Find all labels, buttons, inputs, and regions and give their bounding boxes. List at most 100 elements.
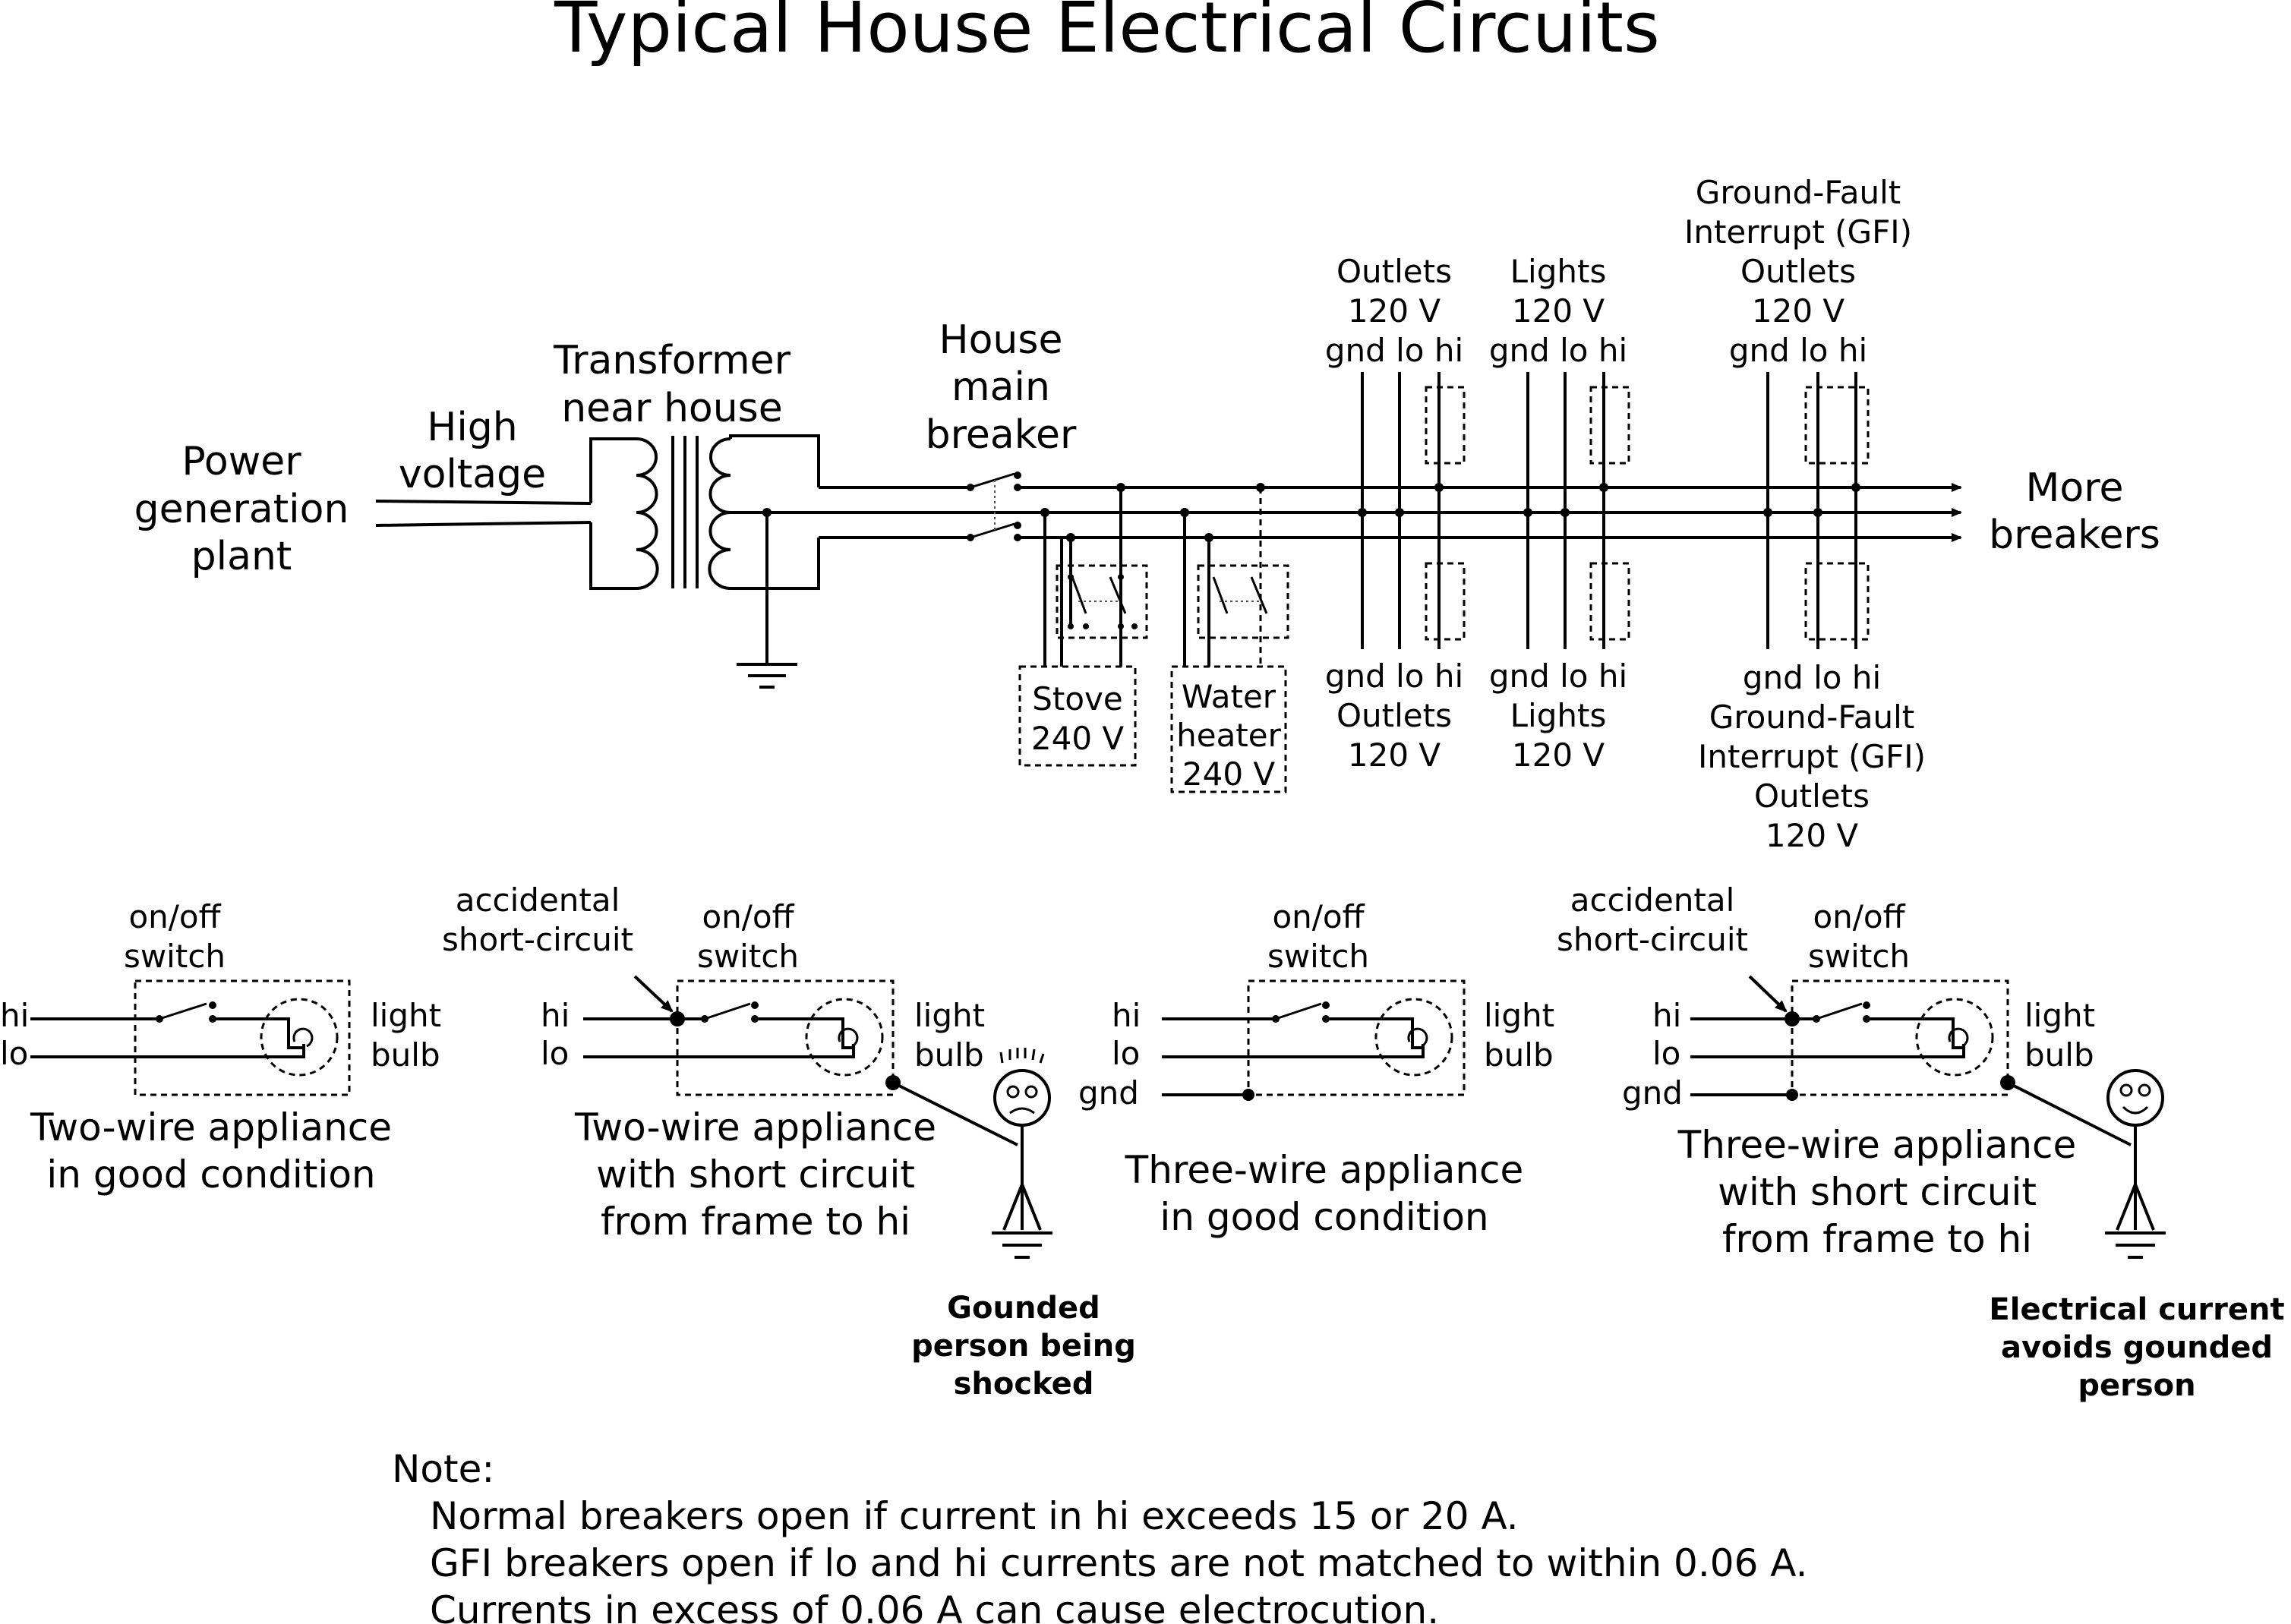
power-plant-label: Power generation plant: [134, 439, 349, 579]
svg-text:person: person: [2078, 1368, 2195, 1403]
svg-text:bulb: bulb: [914, 1036, 984, 1074]
svg-text:in good condition: in good condition: [1160, 1195, 1488, 1239]
shocked-person-label: Gounded person being shocked: [911, 1291, 1136, 1402]
svg-text:Outlets: Outlets: [1754, 777, 1870, 815]
svg-text:with short circuit: with short circuit: [596, 1153, 915, 1197]
gfi-circuit: [1763, 372, 1870, 649]
svg-text:short-circuit: short-circuit: [1557, 921, 1748, 958]
svg-text:voltage: voltage: [399, 452, 546, 497]
svg-text:Interrupt (GFI): Interrupt (GFI): [1698, 738, 1926, 775]
more-breakers-label: More breakers: [1989, 465, 2160, 558]
svg-text:Ground-Fault: Ground-Fault: [1696, 174, 1901, 211]
svg-text:Two-wire appliance: Two-wire appliance: [30, 1105, 392, 1149]
note-line: Currents in excess of 0.06 A can cause e…: [430, 1588, 1439, 1624]
svg-text:Electrical current: Electrical current: [1989, 1292, 2284, 1327]
main-breaker-label: House main breaker: [926, 317, 1077, 458]
svg-text:120 V: 120 V: [1752, 292, 1845, 330]
svg-text:plant: plant: [191, 534, 292, 579]
svg-text:lo: lo: [1112, 1035, 1140, 1072]
svg-text:lo: lo: [0, 1035, 28, 1072]
svg-text:generation: generation: [134, 487, 349, 532]
svg-text:hi: hi: [541, 997, 570, 1034]
svg-text:switch: switch: [1808, 938, 1910, 975]
svg-text:More: More: [2026, 465, 2124, 511]
high-voltage-line-1: [375, 500, 592, 505]
svg-text:hi: hi: [0, 997, 29, 1034]
svg-text:on/off: on/off: [1813, 898, 1905, 935]
note-heading: Note:: [392, 1447, 494, 1491]
transformer-label: Transformer near house: [553, 338, 791, 431]
svg-text:lo: lo: [541, 1035, 569, 1072]
svg-text:120 V: 120 V: [1512, 736, 1605, 774]
svg-text:light: light: [914, 997, 985, 1034]
svg-text:120 V: 120 V: [1348, 736, 1441, 774]
appliance-three-wire-good: hi lo gnd on/off switch light bulb Three…: [1078, 898, 1554, 1239]
svg-text:in good condition: in good condition: [46, 1153, 375, 1197]
page-title: Typical House Electrical Circuits: [554, 0, 1660, 68]
svg-text:shocked: shocked: [954, 1367, 1094, 1402]
svg-text:heater: heater: [1176, 717, 1282, 754]
svg-text:gnd: gnd: [1622, 1074, 1683, 1112]
svg-text:120 V: 120 V: [1348, 292, 1441, 330]
svg-text:switch: switch: [697, 938, 799, 975]
transformer: [589, 434, 820, 590]
svg-text:light: light: [2024, 997, 2095, 1034]
svg-text:Outlets: Outlets: [1336, 697, 1452, 734]
lights-circuit: [1523, 372, 1630, 649]
svg-text:hi: hi: [1652, 997, 1681, 1034]
note-line: GFI breakers open if lo and hi currents …: [430, 1541, 1808, 1585]
svg-text:gnd lo hi: gnd lo hi: [1325, 657, 1463, 695]
svg-text:Ground-Fault: Ground-Fault: [1709, 698, 1914, 736]
stove-circuit: [1018, 483, 1148, 767]
svg-text:240 V: 240 V: [1031, 720, 1125, 757]
svg-text:accidental: accidental: [1570, 881, 1735, 919]
svg-text:Outlets: Outlets: [1740, 253, 1856, 290]
svg-text:gnd lo hi: gnd lo hi: [1325, 332, 1463, 369]
svg-text:person being: person being: [911, 1329, 1136, 1364]
lights-top-label: Lights 120 V gnd lo hi: [1489, 253, 1627, 369]
svg-text:gnd lo hi: gnd lo hi: [1743, 659, 1881, 696]
water-heater-circuit: [1170, 483, 1289, 793]
svg-text:Three-wire appliance: Three-wire appliance: [1677, 1123, 2077, 1167]
svg-text:Two-wire appliance: Two-wire appliance: [574, 1105, 936, 1149]
svg-text:Water: Water: [1182, 678, 1276, 715]
svg-text:from frame to hi: from frame to hi: [601, 1200, 910, 1244]
svg-text:breaker: breaker: [926, 412, 1077, 458]
high-voltage-label: High voltage: [399, 405, 546, 497]
svg-text:light: light: [371, 997, 441, 1034]
svg-text:on/off: on/off: [1272, 898, 1365, 935]
lights-bottom-label: gnd lo hi Lights 120 V: [1489, 657, 1627, 774]
svg-text:on/off: on/off: [702, 898, 794, 935]
svg-text:with short circuit: with short circuit: [1718, 1170, 2037, 1214]
svg-text:bulb: bulb: [371, 1036, 440, 1074]
note: Note: Normal breakers open if current in…: [392, 1447, 1808, 1624]
svg-text:120 V: 120 V: [1766, 817, 1859, 854]
svg-text:Stove: Stove: [1032, 680, 1123, 717]
safe-person-label: Electrical current avoids gounded person: [1989, 1292, 2284, 1403]
svg-text:from frame to hi: from frame to hi: [1722, 1217, 2032, 1261]
svg-text:gnd lo hi: gnd lo hi: [1729, 332, 1867, 369]
note-line: Normal breakers open if current in hi ex…: [430, 1494, 1519, 1538]
gfi-top-label: Ground-Fault Interrupt (GFI) Outlets 120…: [1684, 174, 1912, 369]
svg-text:lo: lo: [1652, 1035, 1680, 1072]
svg-text:accidental: accidental: [456, 881, 620, 919]
appliance-two-wire-short: hi lo accidental short-circuit on/off sw…: [442, 881, 985, 1244]
outlets-top-label: Outlets 120 V gnd lo hi: [1325, 253, 1463, 369]
svg-text:short-circuit: short-circuit: [442, 921, 633, 958]
svg-text:House: House: [939, 317, 1063, 363]
high-voltage-line-2: [375, 521, 592, 527]
water-heater-label: Water heater 240 V: [1176, 678, 1282, 793]
stove-label: Stove 240 V: [1031, 680, 1125, 757]
svg-text:light: light: [1484, 997, 1554, 1034]
svg-text:on/off: on/off: [128, 898, 221, 935]
svg-text:hi: hi: [1112, 997, 1141, 1034]
main-breaker-switch: [967, 471, 1021, 541]
outlets-bottom-label: gnd lo hi Outlets 120 V: [1325, 657, 1463, 774]
svg-text:Interrupt (GFI): Interrupt (GFI): [1684, 213, 1912, 251]
svg-text:Lights: Lights: [1510, 697, 1607, 734]
gfi-bottom-label: gnd lo hi Ground-Fault Interrupt (GFI) O…: [1698, 659, 1926, 854]
svg-text:Outlets: Outlets: [1336, 253, 1452, 290]
svg-text:gnd lo hi: gnd lo hi: [1489, 657, 1627, 695]
ground-symbol: [737, 512, 797, 689]
